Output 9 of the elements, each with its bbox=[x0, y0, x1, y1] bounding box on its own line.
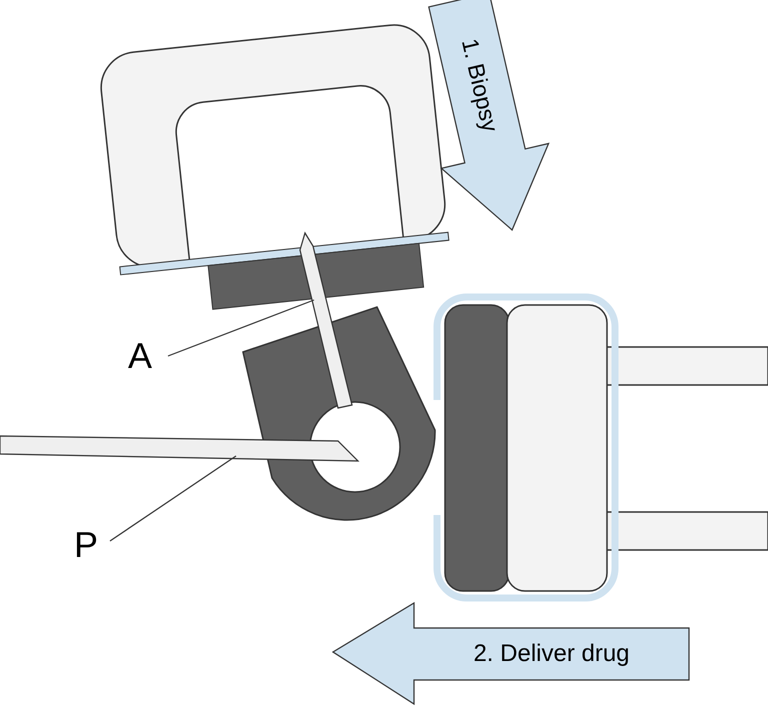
needle bbox=[299, 232, 353, 409]
direction-block-arrow bbox=[332, 602, 692, 706]
part-label: A bbox=[128, 338, 152, 374]
arrow-label: 2. Deliver drug bbox=[473, 639, 630, 669]
leader-line bbox=[168, 299, 314, 357]
arrow-label: 1. Biopsy bbox=[456, 36, 504, 134]
part-label: P bbox=[74, 527, 98, 563]
probe-rod bbox=[0, 435, 360, 462]
leader-line bbox=[110, 456, 236, 542]
